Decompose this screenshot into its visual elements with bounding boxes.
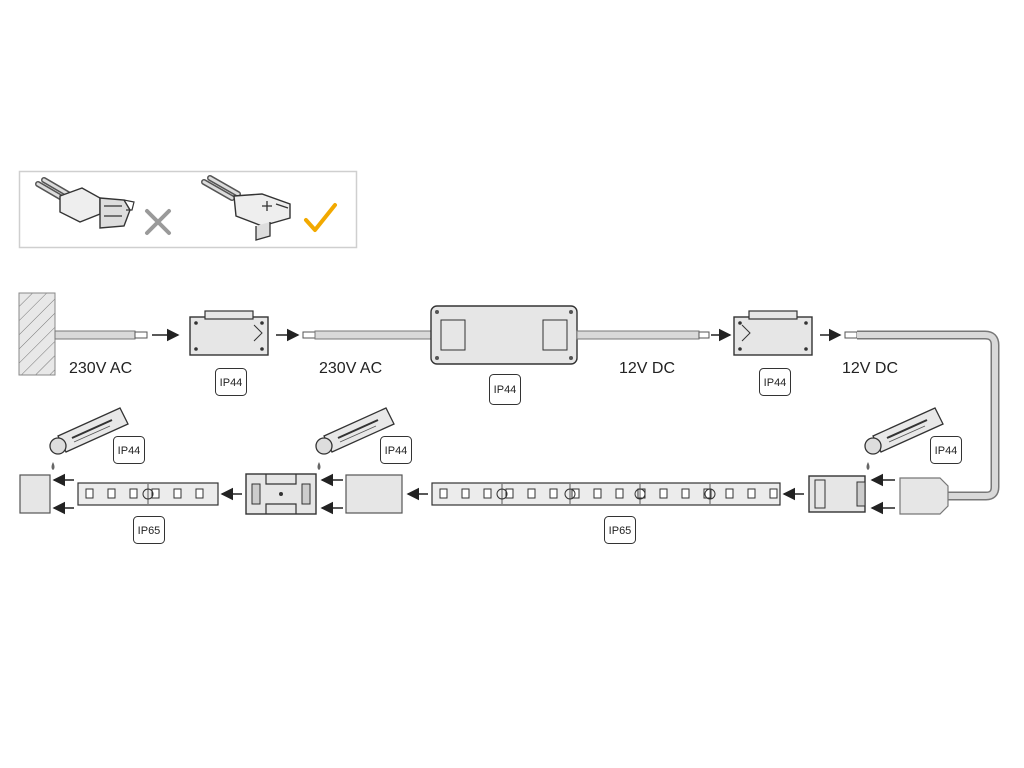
led-chip bbox=[195, 488, 204, 499]
led-chip bbox=[461, 488, 470, 499]
dc-cable-left bbox=[576, 330, 710, 340]
led-chip bbox=[571, 488, 580, 499]
led-chip bbox=[615, 488, 624, 499]
ip-badge: IP65 bbox=[133, 516, 165, 544]
led-chip bbox=[527, 488, 536, 499]
led-chip bbox=[549, 488, 558, 499]
ip-badge: IP44 bbox=[489, 374, 521, 405]
voltage-label: 230V AC bbox=[319, 360, 382, 377]
led-chip bbox=[129, 488, 138, 499]
dc-cable-right bbox=[844, 330, 1000, 501]
right-connector-illustration bbox=[201, 175, 291, 241]
led-strip-main bbox=[431, 482, 781, 506]
led-chip bbox=[593, 488, 602, 499]
end-cap bbox=[19, 474, 51, 514]
ac-cable-right bbox=[302, 330, 433, 340]
led-chip bbox=[107, 488, 116, 499]
ip-badge: IP44 bbox=[215, 368, 247, 396]
sealant-tube-middle bbox=[315, 407, 395, 470]
junction-box-1 bbox=[189, 310, 269, 356]
svg-text:IP44: IP44 bbox=[118, 445, 141, 457]
svg-text:IP44: IP44 bbox=[385, 445, 408, 457]
svg-text:IP65: IP65 bbox=[138, 525, 161, 537]
led-chip bbox=[725, 488, 734, 499]
led-chip bbox=[681, 488, 690, 499]
led-chip bbox=[747, 488, 756, 499]
ip-badge: IP44 bbox=[930, 436, 962, 464]
ip-badge: IP44 bbox=[759, 368, 791, 396]
led-chip bbox=[173, 488, 182, 499]
led-chip bbox=[505, 488, 514, 499]
ip-badge: IP44 bbox=[380, 436, 412, 464]
junction-box-2 bbox=[733, 310, 813, 356]
led-chip bbox=[659, 488, 668, 499]
ac-cable-left bbox=[54, 330, 148, 340]
led-driver bbox=[430, 305, 578, 365]
cross-icon bbox=[145, 209, 171, 235]
connector-orientation-box bbox=[18, 170, 358, 249]
led-strip-short bbox=[77, 482, 219, 506]
voltage-label: 230V AC bbox=[69, 360, 132, 377]
end-cap bbox=[345, 474, 403, 514]
check-icon bbox=[304, 203, 337, 232]
wrong-connector-illustration bbox=[35, 177, 135, 229]
voltage-label: 12V DC bbox=[842, 360, 898, 377]
svg-text:IP44: IP44 bbox=[764, 377, 787, 389]
led-chip bbox=[439, 488, 448, 499]
svg-text:IP65: IP65 bbox=[609, 525, 632, 537]
led-chip bbox=[151, 488, 160, 499]
feed-connector bbox=[808, 475, 949, 515]
led-chip bbox=[85, 488, 94, 499]
svg-text:IP44: IP44 bbox=[220, 377, 243, 389]
voltage-label: 12V DC bbox=[619, 360, 675, 377]
svg-text:IP44: IP44 bbox=[494, 384, 517, 396]
ip-badge: IP65 bbox=[604, 516, 636, 544]
wall bbox=[18, 292, 56, 376]
led-chip bbox=[483, 488, 492, 499]
svg-text:IP44: IP44 bbox=[935, 445, 958, 457]
sealant-tube-left bbox=[49, 407, 129, 470]
led-chip bbox=[769, 488, 778, 499]
strip-connector bbox=[245, 473, 317, 515]
sealant-tube-right bbox=[864, 407, 944, 470]
ip-badge: IP44 bbox=[113, 436, 145, 464]
